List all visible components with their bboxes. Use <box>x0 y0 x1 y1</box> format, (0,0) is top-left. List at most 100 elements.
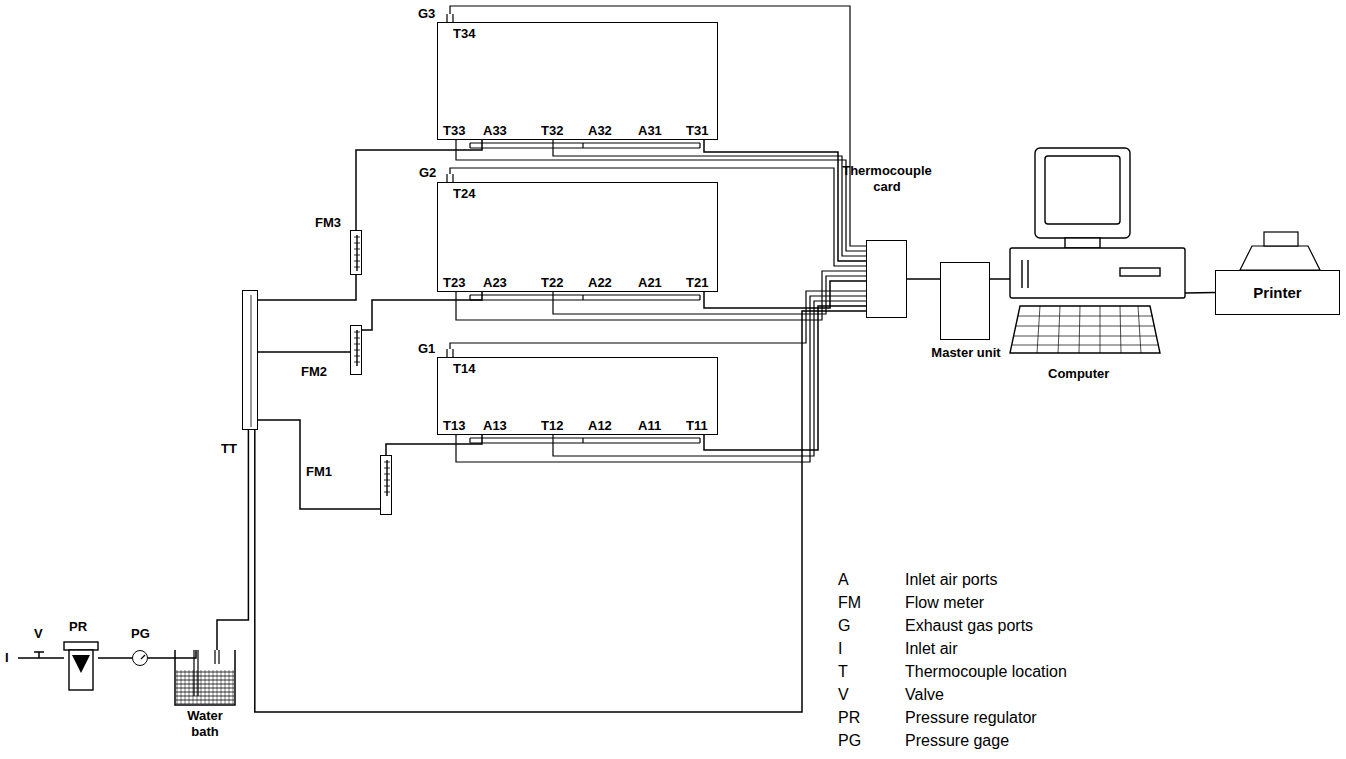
node-label: A21 <box>638 275 662 291</box>
air-tube <box>470 295 700 300</box>
node-label: A32 <box>588 123 612 139</box>
tee-manifold-shape <box>243 291 257 429</box>
node-label: FM3 <box>315 215 341 231</box>
thermocouple-wires <box>450 6 866 462</box>
pipe-line <box>704 306 866 450</box>
exhaust-wire <box>450 291 866 349</box>
reactor-box: G2T24T23A23T22A22A21T21 <box>437 182 718 292</box>
node-label: T34 <box>453 26 475 42</box>
pipe-line <box>217 430 248 650</box>
legend-key: PG <box>838 731 861 750</box>
node-label: FM2 <box>301 364 327 380</box>
node-label: T14 <box>453 361 475 377</box>
gas-ports <box>447 14 453 357</box>
air-distribution-tubes <box>470 143 700 443</box>
exhaust-port <box>447 349 453 357</box>
pipe-line <box>148 650 196 658</box>
flow-meter-shape <box>381 456 391 514</box>
reactor-box: G3T34T33A33T32A32A31T31 <box>437 22 718 140</box>
legend-key: V <box>838 685 849 704</box>
legend-key: A <box>838 570 849 589</box>
node-label: T31 <box>686 123 708 139</box>
flow-meter: FM1 <box>380 455 392 515</box>
legend-key: G <box>838 616 850 635</box>
legend-key: I <box>838 639 842 658</box>
legend-key: T <box>838 662 848 681</box>
pipe-line <box>258 275 356 300</box>
pipe-line <box>258 351 350 353</box>
thermocouple-wire <box>456 271 866 320</box>
node-label: A13 <box>483 418 507 434</box>
node-label: A31 <box>638 123 662 139</box>
legend-text: Thermocouple location <box>905 662 1067 681</box>
pipe-line <box>98 657 132 659</box>
tee-manifold: TT <box>242 290 258 430</box>
flow-meter: FM3 <box>350 230 362 275</box>
node-label: Computer <box>1048 366 1109 382</box>
printer-cover <box>1240 246 1320 270</box>
legend-text: Flow meter <box>905 593 984 612</box>
node-label: FM1 <box>306 464 332 480</box>
pipe-line <box>356 140 482 230</box>
node-label: A22 <box>588 275 612 291</box>
inlet-label: I <box>5 650 9 666</box>
computer-icon-shape <box>1010 148 1185 363</box>
thermocouple-wire <box>553 301 866 456</box>
pipe-line <box>255 311 866 712</box>
legend-text: Inlet air <box>905 639 957 658</box>
node-label: A23 <box>483 275 507 291</box>
air-tube <box>470 438 700 443</box>
printer-paper <box>1264 232 1298 246</box>
pressure-gage: PG <box>132 650 148 666</box>
node-label: T33 <box>443 123 465 139</box>
water-bath: Water bath <box>175 650 235 705</box>
node-label: G1 <box>418 341 435 357</box>
pipe-line <box>990 278 1010 280</box>
node-label: PR <box>69 619 87 635</box>
thermocouple-card: Thermocouple card <box>866 240 907 318</box>
thermocouple-wire <box>456 296 866 462</box>
node-label: G2 <box>419 165 436 181</box>
printer-box: Printer <box>1215 270 1340 315</box>
pipe-line <box>362 292 482 330</box>
node-label: A12 <box>588 418 612 434</box>
node-label: T21 <box>686 275 708 291</box>
exhaust-wire <box>450 6 866 246</box>
node-label: T32 <box>541 123 563 139</box>
node-label: PG <box>131 626 150 642</box>
master-unit: Master unit <box>940 262 990 340</box>
flow-meter-shape <box>351 326 361 374</box>
exhaust-port <box>447 174 453 182</box>
node-label: T11 <box>686 418 708 434</box>
node-label: T24 <box>453 186 475 202</box>
node-label: A33 <box>483 123 507 139</box>
legend-text: Inlet air ports <box>905 570 997 589</box>
thermocouple-wire <box>553 140 866 256</box>
pipe-line <box>704 281 866 308</box>
node-label: Thermocouple card <box>837 163 937 195</box>
water-bath-shape <box>175 650 235 705</box>
node-label: Printer <box>1253 284 1301 302</box>
node-label: T13 <box>443 418 465 434</box>
pipe-line <box>46 657 64 659</box>
legend-text: Pressure gage <box>905 731 1009 750</box>
node-label: Master unit <box>931 345 1001 361</box>
legend-text: Exhaust gas ports <box>905 616 1033 635</box>
valve-symbol: V <box>32 652 46 664</box>
computer-icon: Computer <box>1010 148 1185 363</box>
node-label: T22 <box>541 275 563 291</box>
node-label: A11 <box>638 418 661 434</box>
inlet-line <box>18 657 32 659</box>
node-label: V <box>34 626 43 642</box>
pipe-line <box>704 140 866 261</box>
printer-top <box>1240 232 1320 270</box>
node-label: G3 <box>418 6 435 22</box>
flow-meter-shape <box>351 231 361 274</box>
pressure-gage-shape <box>133 651 147 665</box>
legend-text: Pressure regulator <box>905 708 1037 727</box>
legend-key: PR <box>838 708 860 727</box>
node-label: T23 <box>443 275 465 291</box>
legend-key: FM <box>838 593 861 612</box>
air-tube <box>470 143 700 148</box>
